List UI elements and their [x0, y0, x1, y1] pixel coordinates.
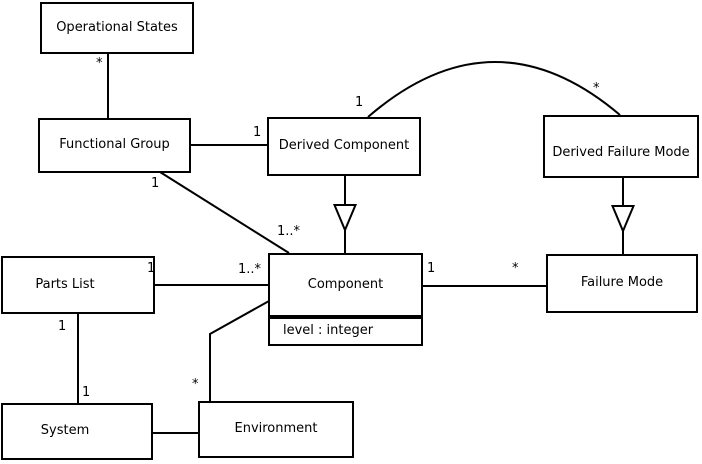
class-box-operational-states: Operational States — [40, 2, 194, 54]
class-name-component: Component — [307, 276, 384, 292]
compartment-divider — [270, 315, 421, 319]
multiplicity-component-end-functionalgroup: 1..* — [277, 224, 301, 239]
association-arc-derivedcomponent-derivedfailuremode — [367, 61, 621, 118]
class-name-compartment: Component — [270, 255, 421, 315]
class-name-derived-component: Derived Component — [278, 138, 410, 154]
multiplicity-partslist-end-component: 1 — [147, 261, 156, 276]
class-name-system: System — [40, 423, 90, 439]
multiplicity-environment-end: * — [192, 377, 199, 392]
class-box-failure-mode: Failure Mode — [546, 254, 698, 313]
class-box-system: System — [1, 403, 153, 460]
class-attribute-level: level : integer — [283, 323, 374, 339]
generalization-triangle-icon-failuremode — [610, 205, 636, 234]
class-name-operational-states: Operational States — [56, 19, 178, 35]
class-box-functional-group: Functional Group — [38, 118, 191, 173]
class-attribute-compartment: level : integer — [270, 319, 421, 344]
multiplicity-partslist-end-system: 1 — [58, 319, 67, 334]
class-box-derived-component: Derived Component — [267, 117, 421, 176]
multiplicity-component-end-failuremode: 1 — [427, 261, 436, 276]
multiplicity-derivedcomponent-end: 1 — [253, 125, 262, 140]
multiplicity-component-end-partslist: 1..* — [238, 262, 262, 277]
association-line-functionalgroup-component — [159, 171, 290, 254]
multiplicity-derivedcomponent-arc-end: 1 — [355, 95, 364, 110]
multiplicity-failuremode-end: * — [512, 261, 519, 276]
class-name-environment: Environment — [234, 421, 318, 437]
generalization-triangle-icon-component — [332, 204, 358, 233]
multiplicity-system-end: 1 — [82, 385, 91, 400]
class-box-parts-list: Parts List — [1, 256, 155, 314]
multiplicity-functionalgroup-end: 1 — [151, 176, 160, 191]
multiplicity-derivedfailuremode-arc-end: * — [593, 81, 600, 96]
class-name-functional-group: Functional Group — [59, 137, 170, 153]
class-name-parts-list: Parts List — [35, 276, 95, 292]
class-box-component: Component level : integer — [268, 253, 423, 346]
class-name-failure-mode: Failure Mode — [580, 275, 664, 291]
association-line-environment-component — [209, 300, 270, 401]
multiplicity-operationalstates-end: * — [96, 56, 103, 71]
class-box-environment: Environment — [198, 401, 354, 458]
class-name-derived-failure-mode: Derived Failure Mode — [552, 145, 690, 161]
class-box-derived-failure-mode: Derived Failure Mode — [543, 115, 699, 178]
